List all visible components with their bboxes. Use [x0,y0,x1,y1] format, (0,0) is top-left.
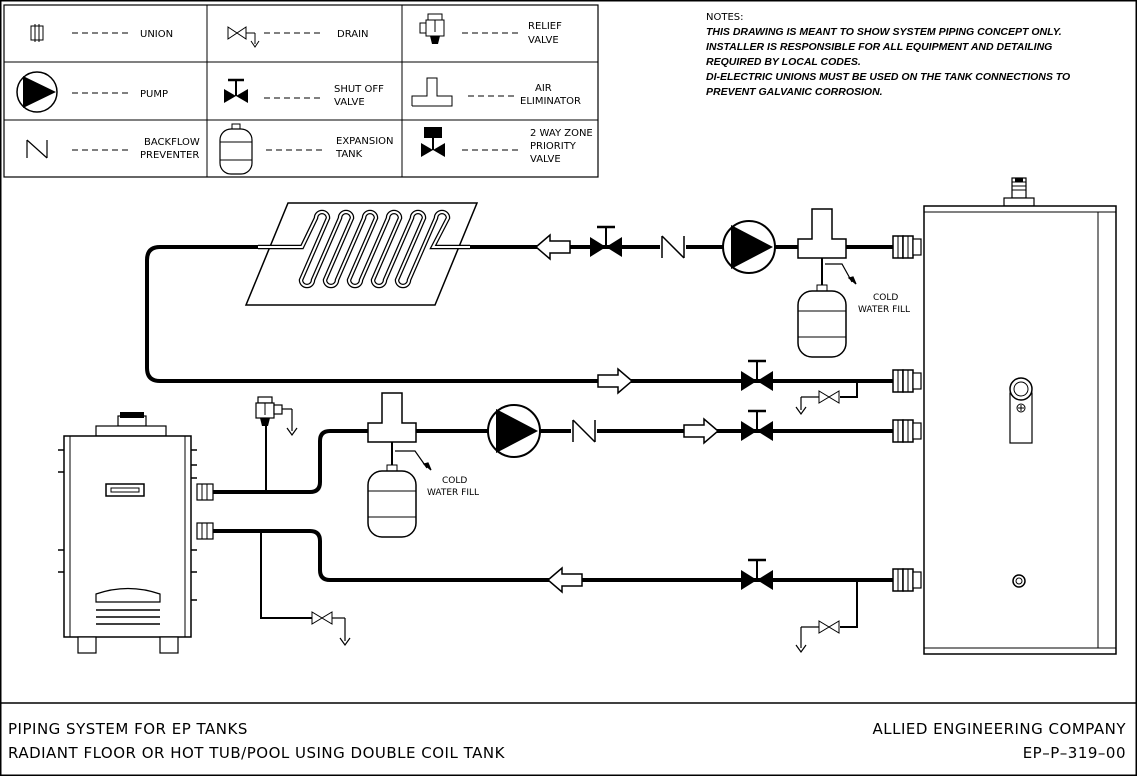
legend: UNION DRAIN RELIEF VALVE PUMP [3,4,599,178]
notes-line-5: PREVENT GALVANIC CORROSION. [706,86,883,98]
notes-line-1: THIS DRAWING IS MEANT TO SHOW SYSTEM PIP… [706,26,1062,38]
legend-relief-valve-label-1: RELIEF [528,21,562,32]
notes-line-3: REQUIRED BY LOCAL CODES. [706,56,861,68]
legend-drain-label: DRAIN [337,29,369,40]
legend-union-icon [30,24,44,42]
pump-bottom [487,404,541,458]
legend-shutoff-valve-label-1: SHUT OFF [334,84,384,95]
drawing-number: EP–P–319–00 [1023,744,1126,762]
tank-fitting-3 [892,419,922,443]
notes-line-4: DI-ELECTRIC UNIONS MUST BE USED ON THE T… [706,71,1070,83]
legend-union-label: UNION [140,29,173,40]
shutoff-valve-radiant-return [739,359,775,393]
cold-water-fill-top-2: WATER FILL [858,305,910,315]
legend-shutoff-valve-icon [224,78,248,103]
drain-boiler [311,611,351,647]
legend-air-eliminator-label-1: AIR [535,83,552,94]
expansion-tank-bottom [367,464,417,538]
flow-arrow-boiler-return [547,567,583,593]
tank-fitting-4 [892,568,922,592]
legend-pump-icon [16,71,58,113]
notes-heading: NOTES: [706,12,744,23]
expansion-tank-top [797,284,847,358]
legend-relief-valve-label-2: VALVE [528,35,559,46]
flow-arrow-top [535,234,571,260]
radiant-floor-panel [244,202,479,306]
legend-zone-valve-label-3: VALVE [530,154,561,165]
title-line-1: PIPING SYSTEM FOR EP TANKS [8,720,248,738]
tank-fitting-1 [892,235,922,259]
cold-water-fill-leader-top [825,263,857,285]
tank-fitting-2 [892,369,922,393]
title-line-2: RADIANT FLOOR OR HOT TUB/POOL USING DOUB… [8,744,506,762]
boiler [58,412,214,654]
pump-top [722,220,776,274]
legend-backflow-label-1: BACKFLOW [144,137,200,148]
legend-expansion-tank-icon [219,123,253,175]
cold-water-fill-bottom-1: COLD [442,476,467,486]
storage-tank [923,177,1117,655]
drain-boiler-return-tank [795,620,840,654]
legend-relief-valve-icon [419,13,445,44]
legend-shutoff-valve-label-2: VALVE [334,97,365,108]
flow-arrow-radiant-return [597,368,633,394]
cold-water-fill-top-1: COLD [873,293,898,303]
air-eliminator-bottom [367,392,417,443]
notes: NOTES: THIS DRAWING IS MEANT TO SHOW SYS… [706,12,1070,98]
cold-water-fill-bottom-2: WATER FILL [427,488,479,498]
legend-zone-valve-label-2: PRIORITY [530,141,577,152]
legend-backflow-preventer-icon [26,139,48,159]
drain-radiant-return [795,390,840,416]
legend-expansion-tank-label-2: TANK [335,149,363,160]
legend-zone-valve-label-1: 2 WAY ZONE [530,128,593,139]
air-eliminator-top [797,208,847,259]
secondary-piping [260,249,858,628]
legend-backflow-label-2: PREVENTER [140,150,199,161]
legend-air-eliminator-icon [411,77,453,107]
backflow-preventer-top [660,234,686,260]
shutoff-valve-boiler-return [739,558,775,592]
backflow-preventer-bottom [571,418,597,444]
legend-pump-label: PUMP [140,89,168,100]
shutoff-valve-boiler-supply [739,409,775,443]
flow-arrow-boiler-supply [683,418,719,444]
legend-air-eliminator-label-2: ELIMINATOR [520,96,581,107]
shutoff-valve-top [588,225,624,259]
legend-expansion-tank-label-1: EXPANSION [336,136,394,147]
legend-drain-icon [227,26,260,48]
cold-water-fill-leader-bottom [395,450,432,471]
company-name: ALLIED ENGINEERING COMPANY [872,720,1126,738]
legend-zone-valve-icon [421,127,445,157]
notes-line-2: INSTALLER IS RESPONSIBLE FOR ALL EQUIPME… [706,41,1052,53]
relief-valve [255,396,298,437]
